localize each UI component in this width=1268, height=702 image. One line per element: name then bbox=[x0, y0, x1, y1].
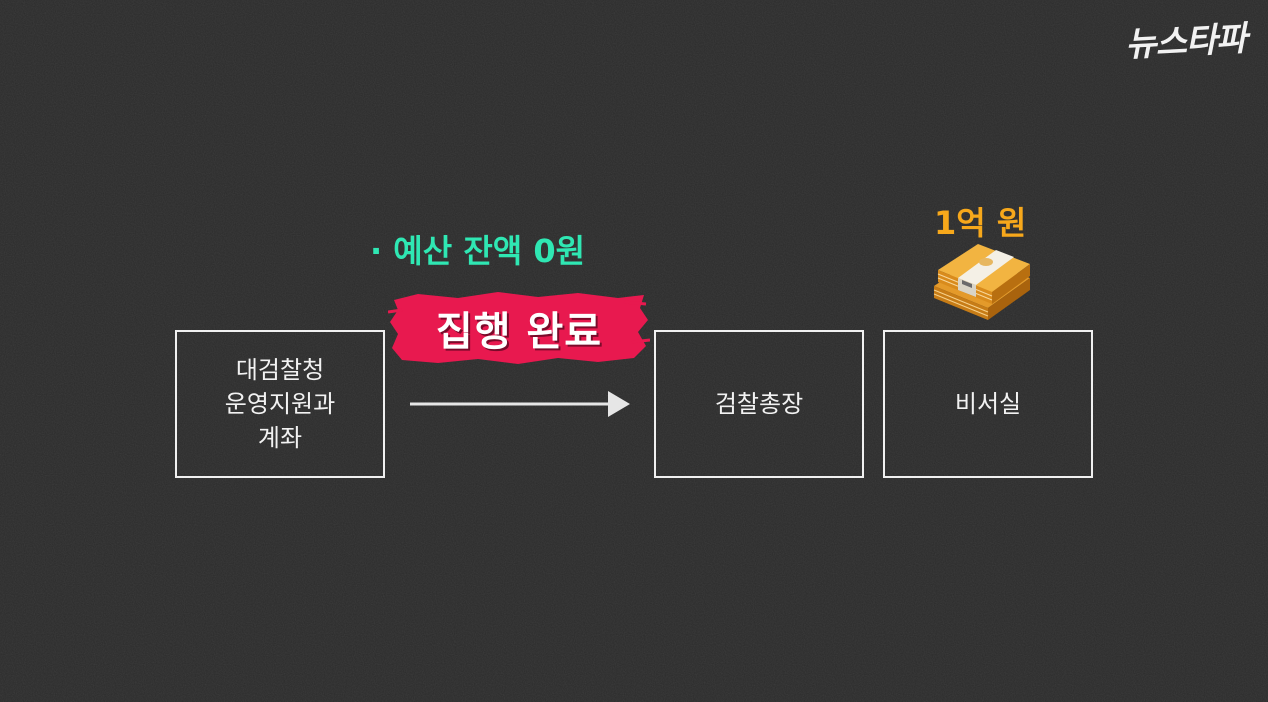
money-stack-icon bbox=[933, 244, 1030, 320]
budget-balance-note: · 예산 잔액 0원 bbox=[370, 232, 586, 270]
source-account-box: 대검찰청 운영지원과 계좌 bbox=[175, 330, 385, 478]
prosecutor-general-box: 검찰총장 bbox=[654, 330, 864, 478]
execution-complete-stamp: 집행 완료 bbox=[388, 290, 650, 366]
source-line-2: 운영지원과 bbox=[224, 390, 336, 418]
brand-logo: 뉴스타파 bbox=[1124, 18, 1248, 66]
prosecutor-general-label: 검찰총장 bbox=[714, 390, 804, 418]
amount-label: 1억 원 bbox=[934, 204, 1027, 242]
arrow-right-icon bbox=[410, 391, 630, 417]
source-line-1: 대검찰청 bbox=[235, 356, 325, 384]
secretariat-label: 비서실 bbox=[954, 390, 1022, 418]
stamp-label: 집행 완료 bbox=[435, 309, 603, 355]
secretariat-box: 비서실 bbox=[883, 330, 1093, 478]
brush-stroke-shape bbox=[388, 292, 650, 364]
source-line-3: 계좌 bbox=[257, 424, 303, 452]
